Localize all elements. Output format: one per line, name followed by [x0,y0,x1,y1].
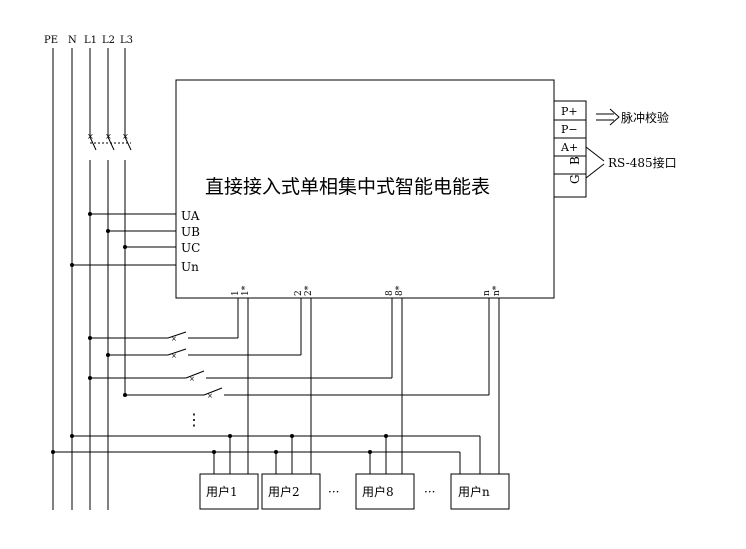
terminal-ub: UB [181,225,200,239]
bus-label-pe: PE [44,35,58,46]
out-label-ns: n* [492,285,502,296]
terminal-strip-box [553,100,587,198]
user-box-n: 用户n [450,473,510,510]
out-label-1s: 1* [241,285,251,296]
terminal-g: G [568,174,582,184]
bus-label-l2: L2 [102,35,115,46]
bus-label-l1: L1 [84,35,97,46]
voltage-connections [70,212,176,267]
terminal-ua: UA [181,209,200,223]
user-label-2: 用户2 [268,484,300,499]
rs485-label: RS-485接口 [608,155,677,170]
terminal-un: Un [181,260,199,274]
meter-input-branches: × × × × [88,298,490,400]
user-label-8: 用户8 [362,484,394,499]
out-label-2s: 2* [304,285,314,296]
out-label-8: 8 [385,290,395,296]
svg-text:×: × [207,392,213,400]
out-label-n: n [482,290,492,296]
svg-text:×: × [171,352,177,360]
terminal-b: B [568,156,582,165]
svg-text:×: × [189,375,195,383]
svg-text:×: × [171,335,177,343]
pulse-label: 脉冲校验 [621,110,669,125]
meter-output-lines [247,298,500,474]
user-ellipsis-1: ··· [328,485,339,499]
terminal-p-plus: P+ [561,105,578,118]
switch-mark-l1: × [87,132,94,141]
terminal-p-minus: P− [561,123,578,136]
terminal-a-plus: A+ [560,141,578,154]
user-label-1: 用户1 [206,484,238,499]
user-box-2: 用户2 [261,473,321,510]
out-label-1: 1 [231,290,241,296]
distribution-lines [51,434,481,474]
user-box-8: 用户8 [355,473,415,510]
bus-l1-switch [89,136,97,151]
user-ellipsis-2: ··· [424,485,435,499]
switch-mark-l3: × [122,132,129,141]
terminal-strip: P+ P− A+ B G [553,100,587,198]
rs485-bracket [585,146,605,179]
user-box-1: 用户1 [199,473,259,510]
terminal-uc: UC [181,241,200,255]
bus-label-l3: L3 [120,35,133,46]
out-label-2: 2 [294,290,304,296]
bus-lines: × × × [52,48,132,510]
out-label-8s: 8* [395,285,405,296]
user-label-n: 用户n [458,484,490,499]
pulse-arrow [596,108,620,126]
vertical-ellipsis: ⋮ [186,410,202,429]
switch-mark-l2: × [105,132,112,141]
bus-label-n: N [68,35,77,46]
meter-title: 直接接入式单相集中式智能电能表 [205,176,490,198]
